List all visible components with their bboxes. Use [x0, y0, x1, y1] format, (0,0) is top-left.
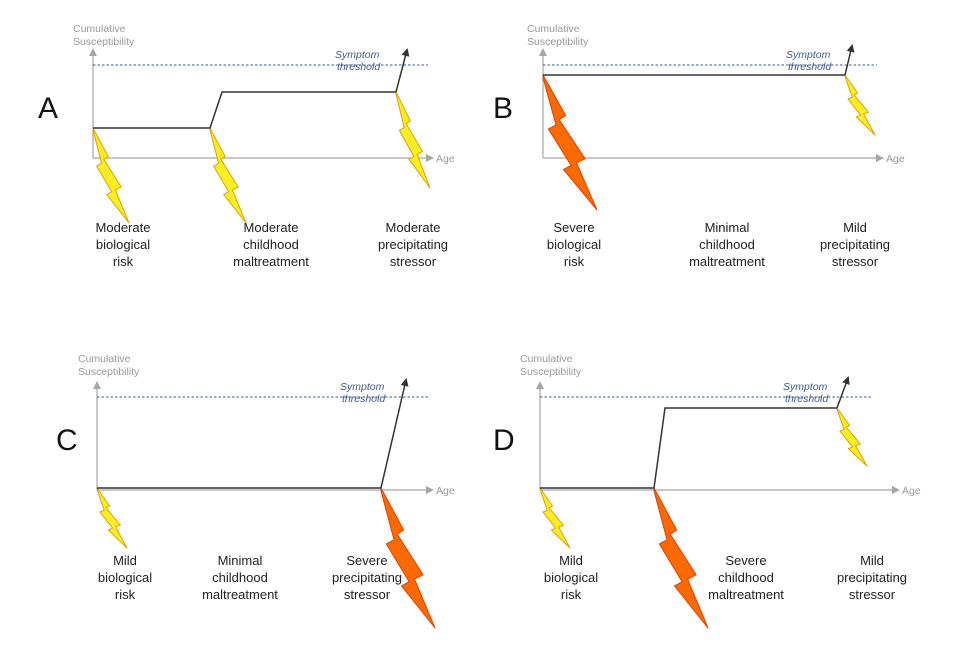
panel-letter: C — [56, 424, 78, 457]
threshold-crossing-arrow — [844, 44, 855, 76]
x-axis-label: Age — [886, 153, 905, 165]
mild-lightning-bolt-icon — [836, 407, 868, 467]
threshold-crossing-arrow — [836, 376, 850, 409]
mild-lightning-bolt-icon — [539, 487, 571, 549]
mild-lightning-bolt-icon — [96, 487, 128, 549]
susceptibility-line — [93, 91, 396, 129]
threshold-crossing-arrow — [380, 378, 409, 489]
severe-lightning-bolt-icon — [653, 487, 709, 629]
threshold-crossing-arrow — [395, 48, 410, 93]
mild-lightning-bolt-icon — [395, 91, 431, 189]
severe-lightning-bolt-icon — [542, 74, 598, 211]
mild-lightning-bolt-icon — [209, 127, 247, 224]
panel-letter: B — [493, 92, 513, 125]
severe-lightning-bolt-icon — [380, 487, 436, 629]
mild-lightning-bolt-icon — [844, 74, 876, 136]
mild-lightning-bolt-icon — [92, 127, 130, 224]
panel-letter: A — [38, 92, 58, 125]
x-axis-label: Age — [902, 485, 921, 497]
panel-letter: D — [493, 424, 515, 457]
x-axis-label: Age — [436, 485, 455, 497]
x-axis-label: Age — [436, 153, 455, 165]
susceptibility-line — [540, 407, 837, 489]
